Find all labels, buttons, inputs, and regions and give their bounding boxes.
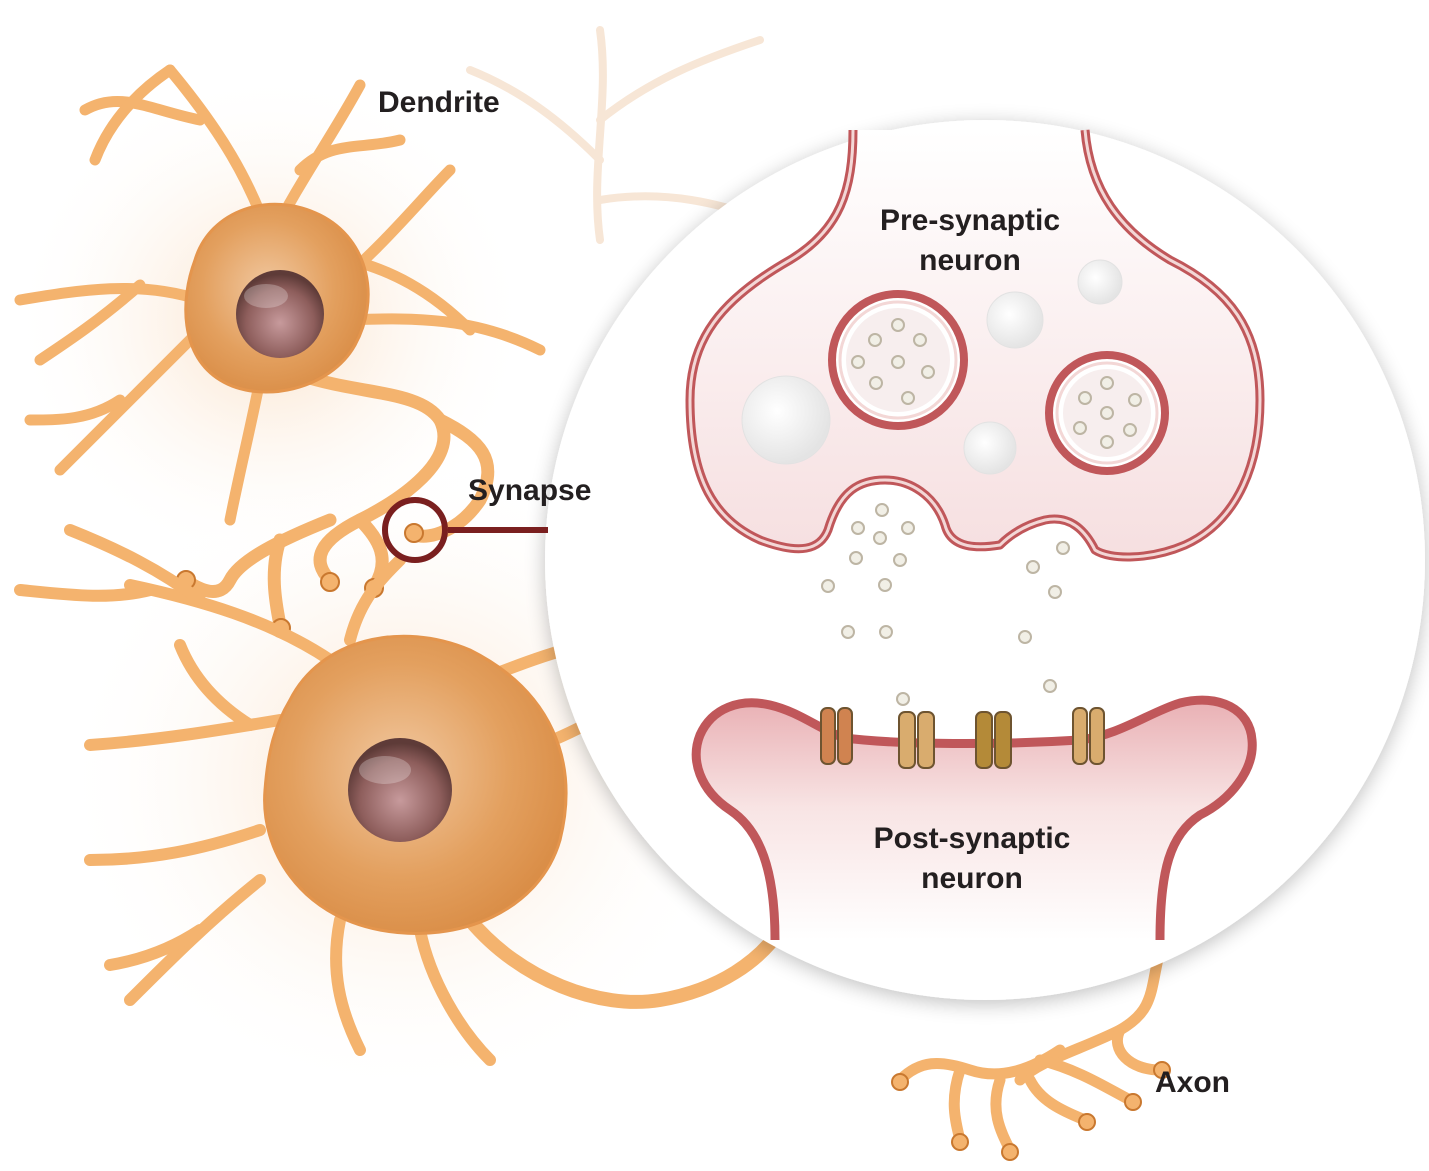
label-post-synaptic-line1: Post-synaptic (874, 822, 1071, 855)
label-pre-synaptic-line2: neuron (919, 244, 1021, 277)
label-synapse: Synapse (468, 474, 591, 507)
lower-nucleus (348, 738, 452, 842)
label-axon: Axon (1155, 1066, 1230, 1099)
label-dendrite: Dendrite (378, 86, 500, 119)
label-post-synaptic-line2: neuron (921, 862, 1023, 895)
label-pre-synaptic-line1: Pre-synaptic (880, 204, 1060, 237)
upper-nucleus (236, 270, 324, 358)
